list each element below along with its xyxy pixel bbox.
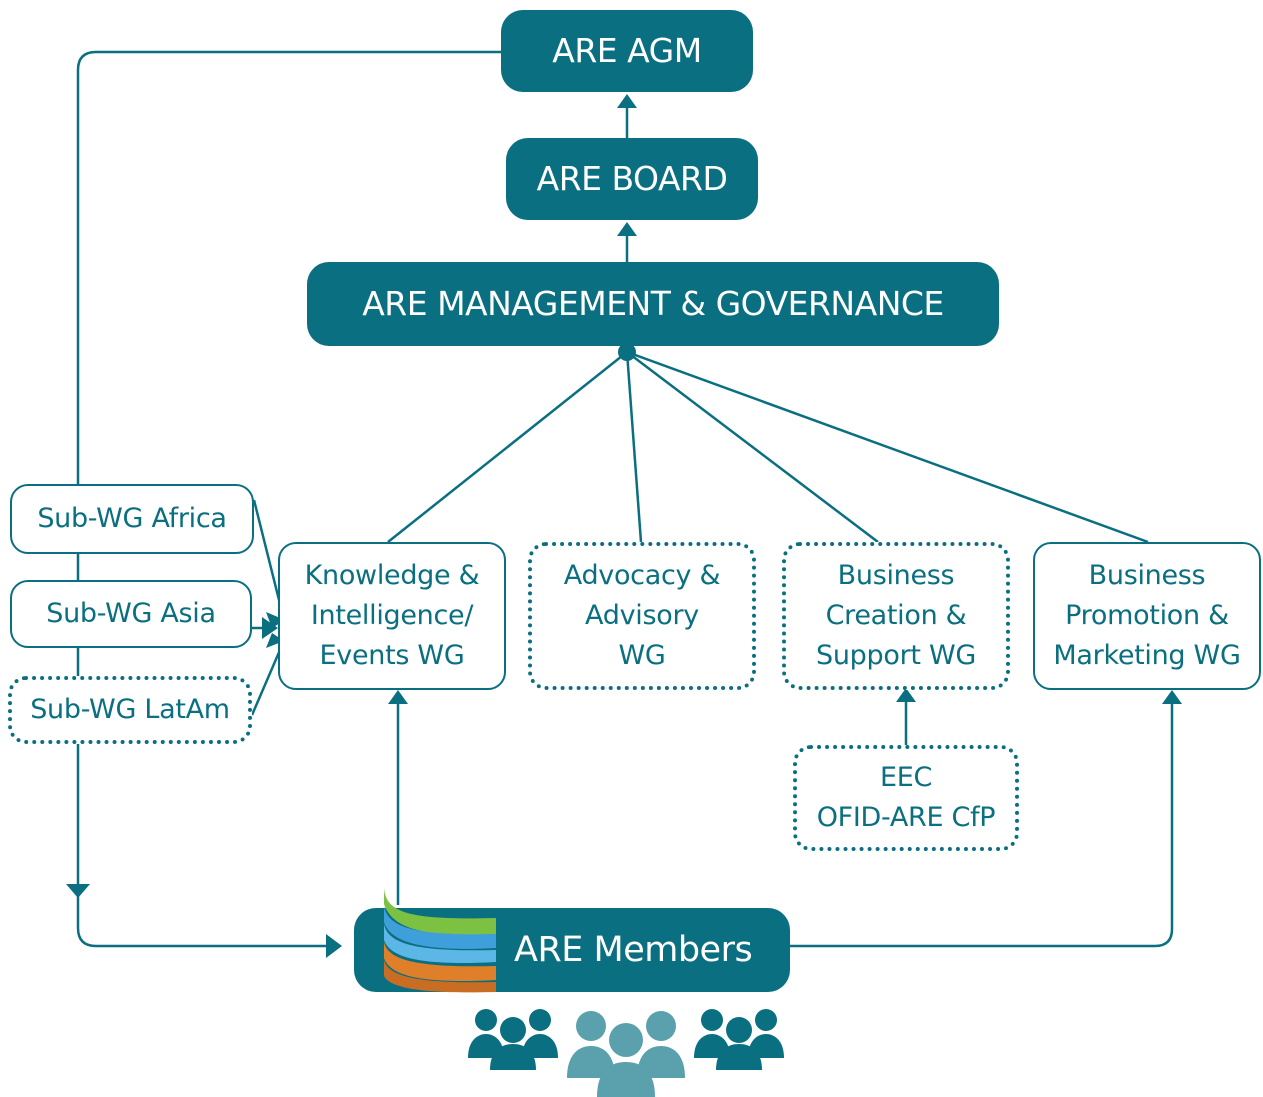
people-group-icon: [567, 1011, 685, 1097]
management-governance-box: ARE MANAGEMENT & GOVERNANCE: [307, 262, 999, 346]
are-members-box: ARE Members: [354, 888, 790, 993]
wg-marketing-line-3: Marketing WG: [1053, 640, 1241, 671]
sub-wg-africa-box: Sub-WG Africa: [10, 484, 254, 554]
wg-advocacy-line-2: Advisory: [585, 600, 699, 631]
eec-ofid-cfp-box: EEC OFID-ARE CfP: [793, 745, 1019, 851]
are-board-label: ARE BOARD: [536, 159, 728, 198]
are-agm-label: ARE AGM: [552, 31, 702, 70]
wg-marketing-line-2: Promotion &: [1065, 600, 1229, 631]
sub-wg-latam-label: Sub-WG LatAm: [30, 694, 230, 725]
advocacy-advisory-wg-box: Advocacy & Advisory WG: [528, 542, 756, 690]
business-creation-support-wg-box: Business Creation & Support WG: [782, 542, 1010, 690]
wg-marketing-line-1: Business: [1088, 560, 1206, 591]
wg-advocacy-line-1: Advocacy &: [563, 560, 721, 591]
eec-label: EEC: [879, 762, 933, 793]
wg-advocacy-line-3: WG: [618, 640, 666, 671]
wg-knowledge-line-2: Intelligence/: [310, 600, 474, 631]
knowledge-intelligence-events-wg-box: Knowledge & Intelligence/ Events WG: [278, 542, 506, 690]
sub-wg-asia-label: Sub-WG Asia: [46, 598, 216, 629]
sub-wg-africa-label: Sub-WG Africa: [37, 503, 227, 534]
people-group-icon: [468, 1009, 558, 1070]
are-members-label: ARE Members: [514, 930, 753, 970]
sub-wg-latam-box: Sub-WG LatAm: [8, 676, 252, 744]
are-logo-icon: [384, 888, 496, 993]
ofid-are-cfp-label: OFID-ARE CfP: [816, 802, 996, 833]
wg-creation-line-2: Creation &: [825, 600, 967, 631]
wg-creation-line-1: Business: [837, 560, 955, 591]
sub-wg-asia-box: Sub-WG Asia: [10, 580, 252, 648]
wg-knowledge-line-3: Events WG: [319, 640, 465, 671]
wg-creation-line-3: Support WG: [816, 640, 976, 671]
people-group-icon: [694, 1009, 784, 1070]
wg-knowledge-line-1: Knowledge &: [304, 560, 480, 591]
business-promotion-marketing-wg-box: Business Promotion & Marketing WG: [1033, 542, 1261, 690]
management-governance-label: ARE MANAGEMENT & GOVERNANCE: [362, 284, 944, 323]
are-board-box: ARE BOARD: [506, 138, 758, 220]
are-agm-box: ARE AGM: [501, 10, 753, 92]
